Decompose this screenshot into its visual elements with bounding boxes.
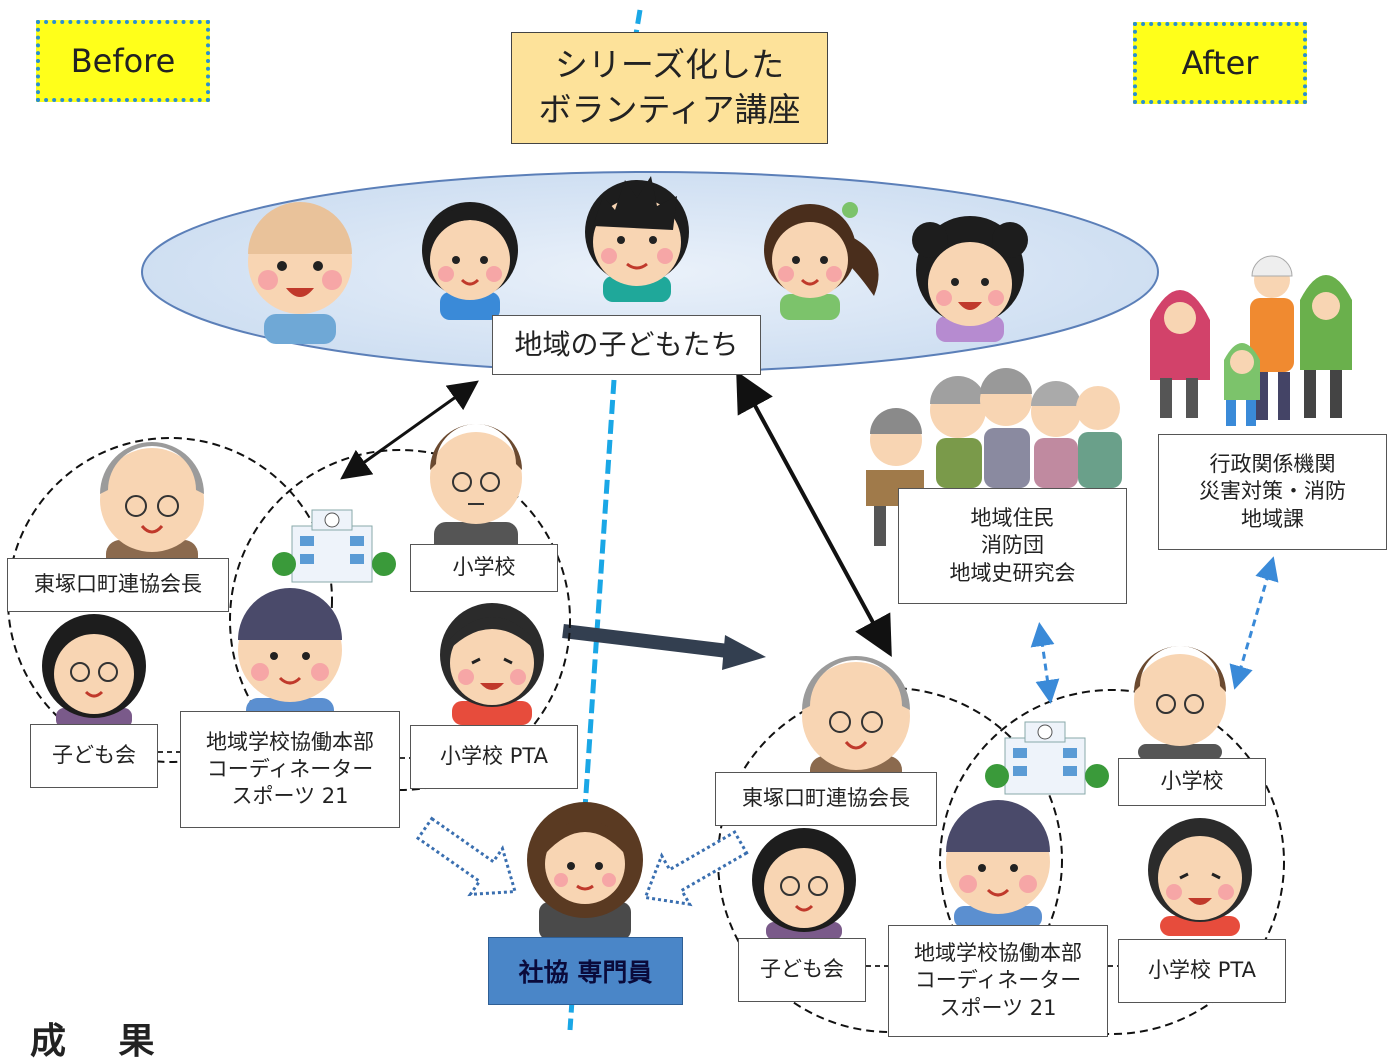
volunteer-course-title: シリーズ化した ボランティア講座 bbox=[511, 32, 828, 144]
after-tag: After bbox=[1133, 22, 1307, 104]
pta-woman-after bbox=[1148, 818, 1252, 936]
elder-woman-before bbox=[42, 614, 146, 728]
title-line-1: シリーズ化した bbox=[554, 45, 785, 85]
elder-woman-after bbox=[752, 828, 856, 940]
child-face-girl-short bbox=[422, 202, 518, 320]
blue-arrow-government bbox=[1229, 556, 1279, 690]
before-chairman-label: 東塚口町連協会長 bbox=[7, 558, 229, 612]
residents-group-illustration bbox=[866, 368, 1122, 546]
staff-label: 社協 専門員 bbox=[488, 937, 683, 1005]
after-circle-right bbox=[939, 689, 1285, 1035]
residents-label: 地域住民 消防団 地域史研究会 bbox=[898, 488, 1127, 604]
after-chairman-label: 東塚口町連協会長 bbox=[715, 772, 937, 826]
title-line-2: ボランティア講座 bbox=[538, 90, 801, 129]
child-face-boy-spiky bbox=[585, 176, 689, 302]
evacuation-group-illustration bbox=[1150, 255, 1352, 426]
after-pta-label: 小学校 PTA bbox=[1118, 939, 1286, 1003]
big-transition-arrow-shaft bbox=[562, 624, 729, 658]
before-tag: Before bbox=[36, 20, 210, 102]
before-pta-label: 小学校 PTA bbox=[410, 725, 578, 789]
before-kids-club-label: 子ども会 bbox=[30, 724, 158, 788]
after-coordinator-label: 地域学校協働本部 コーディネーター スポーツ 21 bbox=[888, 925, 1108, 1037]
blue-arrow-residents bbox=[1030, 622, 1060, 704]
big-transition-arrowhead bbox=[722, 635, 766, 670]
government-label: 行政関係機関 災害対策・消防 地域課 bbox=[1158, 434, 1387, 550]
diagram-canvas bbox=[7, 9, 1352, 1035]
hollow-arrow-right bbox=[643, 830, 749, 907]
after-school-label: 小学校 bbox=[1118, 758, 1266, 806]
principal-man-after bbox=[1134, 646, 1226, 760]
school-building-before bbox=[272, 509, 396, 583]
before-school-label: 小学校 bbox=[410, 544, 558, 592]
child-face-bald bbox=[248, 202, 352, 344]
results-heading: 成 果 bbox=[30, 1021, 175, 1062]
after-kids-club-label: 子ども会 bbox=[738, 938, 866, 1002]
arrow-after-to-children bbox=[736, 370, 892, 658]
principal-man-before bbox=[430, 424, 522, 556]
child-face-girl-ponytail bbox=[764, 202, 879, 320]
before-circle-right bbox=[229, 449, 571, 791]
children-label: 地域の子どもたち bbox=[492, 315, 761, 375]
before-coordinator-label: 地域学校協働本部 コーディネーター スポーツ 21 bbox=[180, 711, 400, 828]
school-building-after bbox=[985, 721, 1109, 795]
staff-woman bbox=[527, 802, 643, 940]
coordinator-man-after bbox=[946, 800, 1050, 928]
coordinator-man-before bbox=[238, 588, 342, 728]
elder-man-after bbox=[802, 656, 910, 790]
pta-woman-before bbox=[440, 603, 544, 725]
arrow-before-to-children bbox=[340, 380, 479, 480]
hollow-arrow-left bbox=[415, 816, 518, 897]
child-face-curly bbox=[912, 216, 1028, 342]
